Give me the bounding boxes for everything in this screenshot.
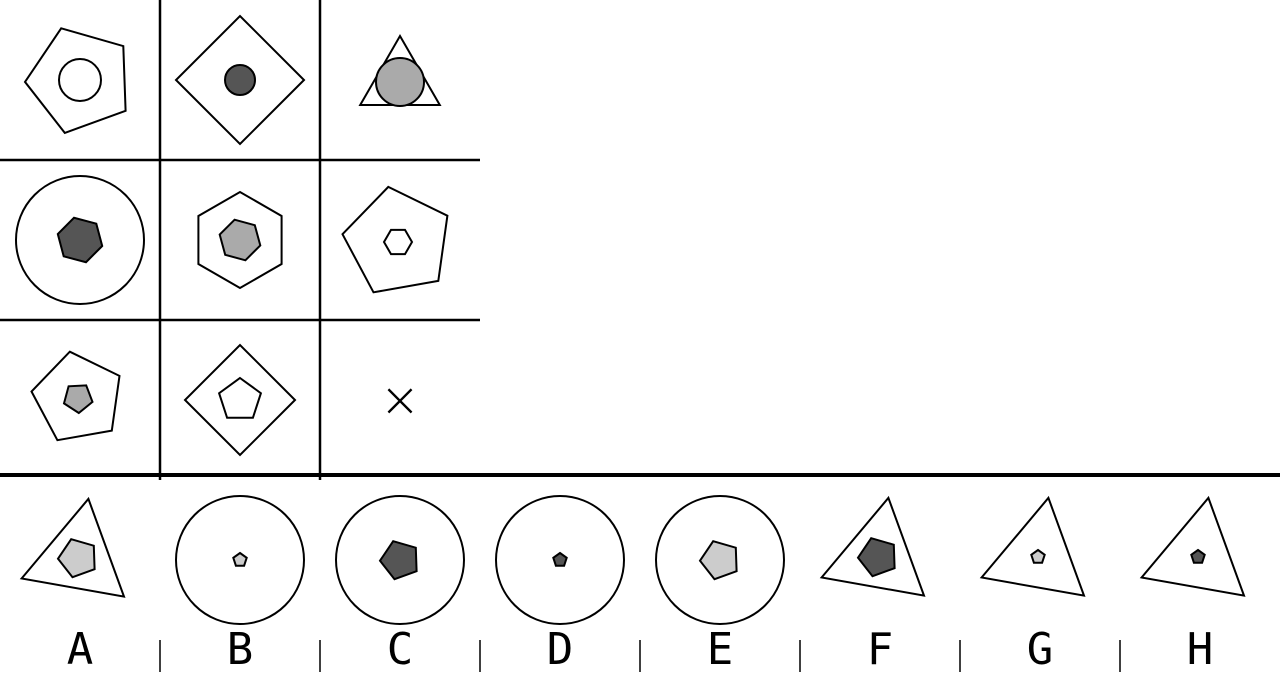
option-label-g[interactable]: G: [1026, 624, 1054, 675]
option-figure-g[interactable]: [979, 495, 1086, 597]
pentagon-inner-shape: [232, 551, 248, 567]
triangle-outer-shape: [819, 495, 926, 597]
option-figure-b[interactable]: [175, 495, 305, 625]
option-figure-d[interactable]: [495, 495, 625, 625]
option-figure-h[interactable]: [1139, 495, 1246, 597]
pentagon-outer-shape: [23, 27, 127, 135]
pentagon-inner-shape: [1190, 548, 1206, 564]
circle-inner-shape: [375, 57, 425, 107]
matrix-grid: [15, 14, 449, 457]
circle-outer-shape: [655, 495, 785, 625]
circle-outer-shape: [15, 175, 145, 305]
pentagon-inner-shape: [56, 538, 96, 579]
diamond-outer-shape: [174, 14, 306, 146]
hexagon-outer-shape: [197, 190, 283, 290]
diamond-outer-shape: [183, 343, 297, 457]
grid-cell-r1c2: [174, 14, 306, 146]
grid-cell-r2c1: [15, 175, 145, 305]
grid-lines: [0, 0, 480, 480]
hexagon-inner-shape: [56, 216, 104, 264]
option-label-c[interactable]: C: [386, 624, 414, 675]
pentagon-inner-shape: [856, 537, 896, 578]
triangle-outer-shape: [1139, 495, 1246, 597]
pentagon-inner-shape: [552, 551, 568, 567]
option-figure-e[interactable]: [655, 495, 785, 625]
option-label-d[interactable]: D: [546, 624, 574, 675]
option-label-h[interactable]: H: [1186, 624, 1214, 675]
option-figure-a[interactable]: [19, 496, 126, 598]
option-label-f[interactable]: F: [866, 624, 894, 675]
circle-inner-shape: [58, 58, 102, 102]
grid-cell-r1c1: [23, 27, 127, 135]
triangle-outer-shape: [19, 496, 126, 598]
pentagon-inner-shape: [378, 540, 418, 581]
grid-cell-r2c3: [341, 185, 449, 294]
option-label-b[interactable]: B: [226, 624, 254, 675]
grid-cell-r3c2: [183, 343, 297, 457]
option-separators: [159, 640, 1121, 672]
circle-inner-shape: [224, 64, 256, 96]
option-figure-c[interactable]: [335, 495, 465, 625]
option-label-e[interactable]: E: [706, 624, 734, 675]
answer-options: [19, 495, 1246, 625]
grid-cell-r1c3: [358, 33, 442, 107]
grid-cell-r3c1: [30, 350, 121, 442]
missing-marker-text: ×: [380, 372, 420, 428]
pentagon-inner-shape: [62, 384, 94, 415]
pentagon-inner-shape: [698, 540, 738, 581]
pentagon-inner-shape: [1030, 548, 1046, 564]
circle-outer-shape: [335, 495, 465, 625]
pentagon-inner-shape: [217, 376, 263, 419]
pentagon-outer-shape: [30, 350, 121, 442]
hexagon-inner-shape: [218, 218, 262, 262]
circle-outer-shape: [495, 495, 625, 625]
pentagon-outer-shape: [341, 185, 449, 294]
option-figure-f[interactable]: [819, 495, 926, 597]
triangle-outer-shape: [979, 495, 1086, 597]
hexagon-inner-shape: [382, 228, 414, 256]
option-label-a[interactable]: A: [66, 624, 94, 675]
missing-cell-marker: ×: [380, 372, 420, 428]
grid-cell-r2c2: [197, 190, 283, 290]
circle-outer-shape: [175, 495, 305, 625]
